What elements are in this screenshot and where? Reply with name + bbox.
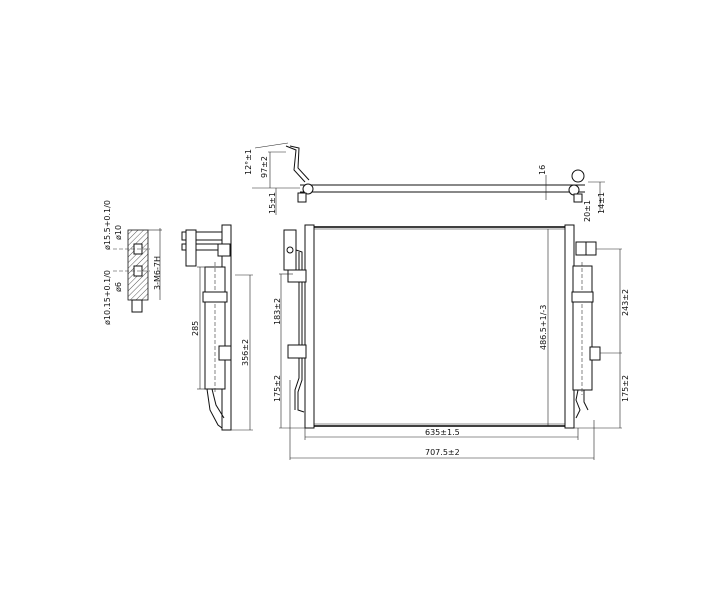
dim-core-height: 486.5+1/-3 (539, 305, 548, 350)
dim-dia-lower: ø10.15+0.1/0 (103, 270, 112, 325)
dim-thread: 3-M6-7H (153, 256, 162, 290)
dim-right-upper: 243±2 (621, 289, 630, 316)
dim-overall-width: 707.5±2 (425, 448, 460, 457)
dim-receiver-length: 285 (191, 321, 200, 336)
dim-dia-inner-top: ø10 (114, 225, 123, 240)
dim-left-lower: 175±2 (273, 375, 282, 402)
dim-core-width: 635±1.5 (425, 428, 460, 437)
dim-right-offset-b: 14±1 (597, 192, 606, 214)
dim-thickness: 16 (538, 165, 547, 175)
dim-right-offset-a: 20±1 (583, 200, 592, 222)
dim-overall-height: 356±2 (241, 339, 250, 366)
dim-angle: 12°±1 (244, 149, 253, 175)
top-view: 12°±1 97±2 15±1 16 20±1 14±1 (244, 142, 606, 222)
dim-right-lower: 175±2 (621, 375, 630, 402)
dim-bracket-height: 97±2 (260, 156, 269, 178)
side-view: 285 356±2 (181, 224, 253, 431)
dim-left-upper: 183±2 (273, 298, 282, 325)
front-view: 183±2 175±2 486.5+1/-3 243±2 175±2 635±1… (273, 224, 630, 460)
section-detail: ø15.5+0.1/0 ø10 3-M6-7H ø6 ø10.15+0.1/0 (103, 200, 162, 325)
dim-dia-inner-bottom: ø6 (114, 282, 123, 292)
dim-left-offset: 15±1 (268, 192, 277, 214)
dim-dia-outer: ø15.5+0.1/0 (103, 200, 112, 250)
